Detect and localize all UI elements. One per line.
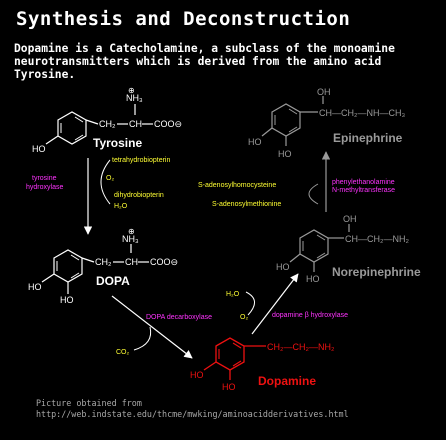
step-norepinephrine-to-epinephrine: S-adenosylhomocysteine S-adenosylmethion…	[198, 151, 395, 212]
cofactor-arc-step1	[100, 159, 111, 205]
norepinephrine-beta-oh: OH	[343, 214, 357, 224]
cofactor-arc-step3	[245, 291, 255, 316]
tyrosine-benzene-ring	[57, 111, 87, 145]
enzyme-dopa-decarboxylase: DOPA decarboxylase	[146, 314, 212, 321]
dopa-benzene-ring	[53, 249, 83, 283]
norepinephrine-name: Norepinephrine	[332, 265, 421, 279]
credit-line-1: Picture obtained from	[36, 398, 142, 408]
dopa-hydroxyl-1: HO	[28, 282, 42, 292]
cofactor-s-adenosylhomocysteine: S-adenosylhomocysteine	[198, 182, 276, 189]
epinephrine-benzene-ring	[271, 103, 301, 137]
cofactor-h2o-step1: H₂O	[114, 203, 128, 210]
dopamine-hydroxyl-2: HO	[222, 382, 236, 392]
figure-title: Synthesis and Deconstruction	[16, 8, 351, 30]
step-tyrosine-to-dopa: tyrosine hydroxylase tetrahydrobiopterin…	[26, 157, 170, 235]
dopa-hydroxyl-2: HO	[60, 295, 74, 305]
epinephrine-hydroxyl-2: HO	[278, 149, 292, 159]
dopamine-hydroxyl-1: HO	[190, 370, 204, 380]
cofactor-dihydrobiopterin: dihydrobiopterin	[114, 192, 164, 199]
step-dopamine-to-norepinephrine: H₂O O₂ dopamine β hydroxylase	[226, 273, 348, 335]
dopamine-benzene-ring	[215, 337, 245, 371]
enzyme-tyrosine-hydroxylase-line1: tyrosine	[32, 175, 57, 182]
credit-url: http://web.indstate.edu/thcme/mwking/ami…	[36, 409, 349, 419]
dopa-amine-label: NH₃	[122, 234, 139, 244]
figure-subtitle: Dopamine is a Catecholamine, a subclass …	[14, 42, 395, 81]
dopamine-name: Dopamine	[258, 374, 316, 388]
tyrosine-carboxylate-label: COO⊖	[154, 119, 182, 129]
tyrosine-charge-symbol: ⊕	[128, 86, 135, 95]
cofactor-o2-step1: O₂	[106, 175, 114, 182]
norepinephrine-hydroxyl-2: HO	[306, 274, 320, 284]
arrow-dopamine-to-norepinephrine	[251, 273, 299, 335]
tyrosine-molecule: HO CH₂ CH COO⊖ NH₃ ⊕ Tyrosine	[32, 86, 182, 154]
norepinephrine-benzene-ring	[299, 229, 329, 263]
tyrosine-amine-label: NH₃	[126, 93, 143, 103]
enzyme-dopamine-beta-hydroxylase: dopamine β hydroxylase	[272, 312, 348, 319]
norepinephrine-molecule: HO HO OH CH—CH₂—NH₂ Norepinephrine	[276, 214, 421, 284]
cofactor-co2: CO₂	[116, 349, 130, 356]
cofactor-arc-step2	[133, 326, 152, 351]
epinephrine-beta-oh: OH	[317, 87, 331, 97]
epinephrine-hydroxyl-1: HO	[248, 137, 262, 147]
cofactor-s-adenosylmethionine: S-adenosylmethionine	[212, 201, 281, 208]
dopa-ch2-label: CH₂	[95, 257, 112, 267]
cofactor-h2o-step3: H₂O	[226, 291, 240, 298]
dopa-carboxylate-label: COO⊖	[150, 257, 178, 267]
arrow-dopa-to-dopamine	[111, 295, 193, 359]
epinephrine-molecule: HO HO OH CH—CH₂—NH—CH₃ Epinephrine	[248, 87, 405, 159]
enzyme-pnmt-line1: phenylethanolamine	[332, 179, 395, 186]
cofactor-arc-step4	[308, 183, 319, 205]
dopa-name: DOPA	[96, 274, 130, 288]
tyrosine-ch-label: CH	[129, 119, 142, 129]
norepinephrine-hydroxyl-1: HO	[276, 262, 290, 272]
dopa-ch-label: CH	[125, 257, 138, 267]
tyrosine-ch2-label: CH₂	[99, 119, 116, 129]
enzyme-pnmt-line2: N-methyltransferase	[332, 187, 395, 194]
epinephrine-name: Epinephrine	[333, 131, 403, 145]
tyrosine-name: Tyrosine	[93, 136, 142, 150]
norepinephrine-side-chain: CH—CH₂—NH₂	[345, 234, 409, 244]
image-credit: Picture obtained from http://web.indstat…	[36, 398, 349, 420]
dopa-molecule: HO HO CH₂ CH COO⊖ NH₃ ⊕ DOPA	[28, 227, 178, 305]
cofactor-tetrahydrobiopterin: tetrahydrobiopterin	[112, 157, 170, 164]
dopa-charge-symbol: ⊕	[128, 227, 135, 236]
enzyme-tyrosine-hydroxylase-line2: hydroxylase	[26, 184, 63, 191]
epinephrine-side-chain: CH—CH₂—NH—CH₃	[319, 108, 405, 118]
tyrosine-hydroxyl: HO	[32, 144, 46, 154]
dopamine-side-chain: CH₂—CH₂—NH₂	[267, 342, 335, 352]
dopamine-molecule: HO HO CH₂—CH₂—NH₂ Dopamine	[190, 337, 335, 392]
step-dopa-to-dopamine: DOPA decarboxylase CO₂	[111, 295, 212, 359]
cofactor-o2-step3: O₂	[240, 314, 248, 321]
